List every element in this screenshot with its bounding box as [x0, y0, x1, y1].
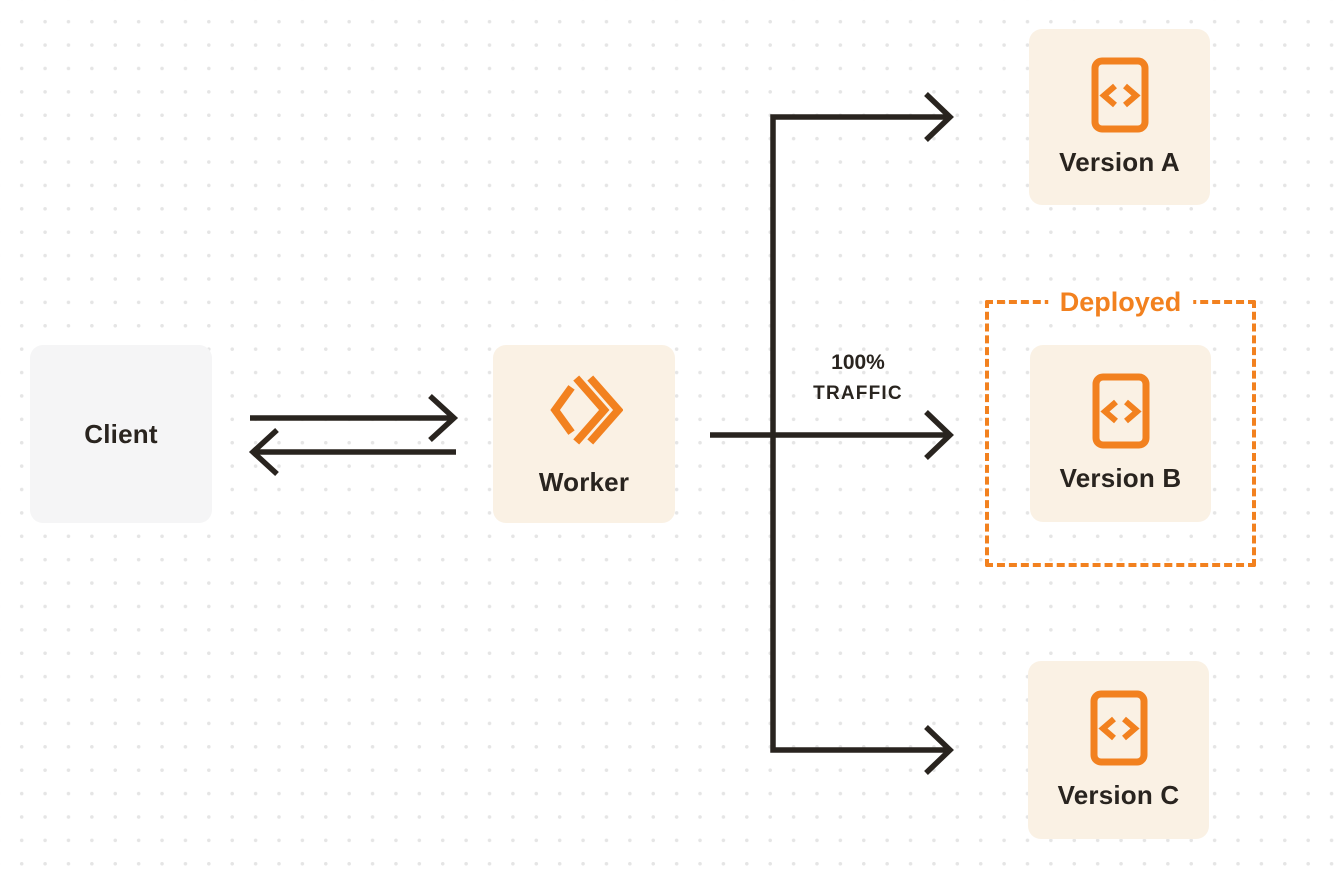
code-file-icon	[1091, 57, 1149, 133]
cloudflare-worker-logo-icon	[545, 371, 624, 449]
arrow-worker-branches	[710, 92, 954, 775]
code-file-icon	[1092, 373, 1150, 449]
node-version-c: Version C	[1028, 661, 1209, 839]
deployed-label: Deployed	[1047, 286, 1194, 318]
arrow-worker-to-client	[248, 427, 456, 477]
traffic-annotation: 100% TRAFFIC	[788, 351, 928, 405]
version-c-label: Version C	[1057, 779, 1180, 810]
traffic-percent: 100%	[831, 351, 885, 374]
deployed-boundary: Deployed	[985, 286, 1256, 567]
node-version-b: Version B	[1030, 345, 1211, 522]
arrow-client-to-worker	[250, 393, 459, 443]
worker-label: Worker	[538, 466, 630, 497]
node-worker: Worker	[493, 345, 675, 523]
version-a-label: Version A	[1059, 146, 1180, 177]
code-file-icon	[1090, 690, 1148, 766]
client-label: Client	[84, 418, 158, 449]
node-client: Client	[30, 345, 212, 523]
node-version-a: Version A	[1029, 29, 1210, 205]
version-b-label: Version B	[1059, 463, 1182, 493]
traffic-word: TRAFFIC	[813, 383, 903, 404]
